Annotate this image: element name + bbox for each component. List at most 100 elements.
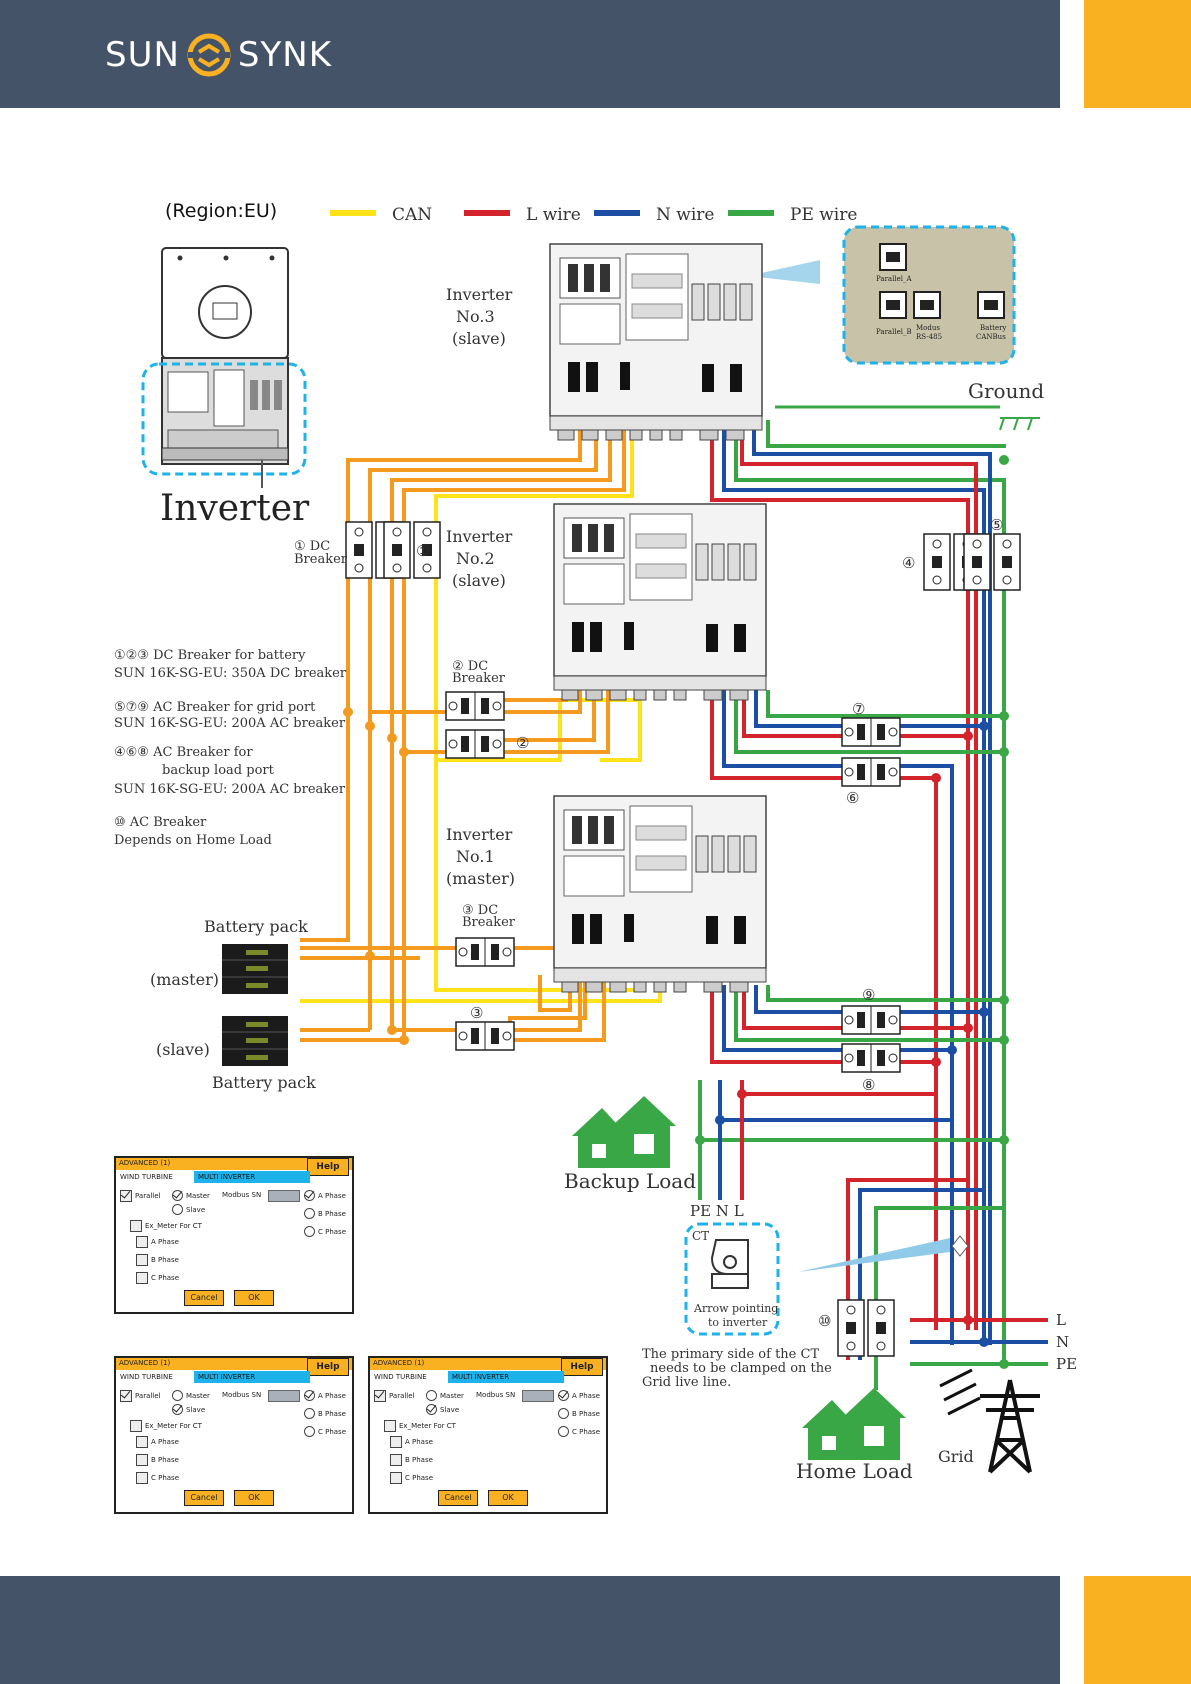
dc-breaker-2a <box>445 691 505 721</box>
ex-b-phase-label: B Phase <box>405 1456 433 1464</box>
help-button[interactable]: Help <box>561 1358 603 1376</box>
a-phase-radio[interactable] <box>304 1390 315 1401</box>
slave-radio[interactable] <box>172 1404 183 1415</box>
ex-b-phase-checkbox[interactable] <box>390 1454 402 1466</box>
ex-a-phase-checkbox[interactable] <box>136 1236 148 1248</box>
help-button[interactable]: Help <box>307 1158 349 1176</box>
c-phase-radio[interactable] <box>304 1426 315 1437</box>
slave-radio[interactable] <box>426 1404 437 1415</box>
port-modbus-2: RS-485 <box>916 333 942 341</box>
ex-meter-checkbox[interactable] <box>130 1420 142 1432</box>
c-phase-radio[interactable] <box>304 1226 315 1237</box>
inverter-2-line2: No.2 <box>456 549 495 568</box>
modbus-sn-input[interactable] <box>268 1390 300 1402</box>
pe-n-l-label: PE N L <box>690 1202 744 1220</box>
inverter-2-line1: Inverter <box>446 527 513 546</box>
battery-bottom-label: Battery pack <box>212 1073 316 1092</box>
cancel-button[interactable]: Cancel <box>438 1490 478 1506</box>
inverter-3-unit <box>549 243 763 441</box>
master-label: Master <box>186 1391 210 1400</box>
breaker-1-label-a: ① DC <box>294 539 330 554</box>
b-phase-label: B Phase <box>572 1409 600 1418</box>
cancel-button[interactable]: Cancel <box>184 1290 224 1306</box>
b-phase-label: B Phase <box>318 1409 346 1418</box>
tab-multi-inverter[interactable]: MULTI INVERTER <box>194 1171 310 1183</box>
settings-panel-1: ADVANCED (1) Help WIND TURBINE MULTI INV… <box>114 1156 354 1314</box>
ex-a-phase-label: A Phase <box>151 1438 179 1446</box>
ct-label: CT <box>692 1229 709 1243</box>
slave-label: Slave <box>186 1205 206 1214</box>
ex-b-phase-checkbox[interactable] <box>136 1254 148 1266</box>
legend-l-label: L wire <box>526 205 581 225</box>
slave-radio[interactable] <box>172 1204 183 1215</box>
port-detail <box>748 225 1016 365</box>
note-line-3: ⑤⑦⑨ AC Breaker for grid port <box>114 700 316 715</box>
note-line-9: Depends on Home Load <box>114 833 272 848</box>
b-phase-radio[interactable] <box>558 1408 569 1419</box>
a-phase-label: A Phase <box>572 1391 600 1400</box>
ct-note-2: needs to be clamped on the <box>650 1361 832 1376</box>
ex-a-phase-label: A Phase <box>151 1238 179 1246</box>
grid-line-n: N <box>1056 1333 1069 1351</box>
c-phase-label: C Phase <box>318 1427 347 1436</box>
parallel-label: Parallel <box>389 1392 415 1400</box>
dc-breaker-2b <box>445 729 505 759</box>
a-phase-radio[interactable] <box>558 1390 569 1401</box>
footer-bar <box>0 1576 1060 1684</box>
grid-line-l: L <box>1056 1311 1066 1329</box>
modbus-sn-input[interactable] <box>268 1190 300 1202</box>
tab-multi-inverter[interactable]: MULTI INVERTER <box>448 1371 564 1383</box>
inverter-overview <box>141 247 307 488</box>
settings-panel-2: ADVANCED (1) Help WIND TURBINE MULTI INV… <box>114 1356 354 1514</box>
brand-logo: SUN SYNK <box>105 30 332 80</box>
port-battery-1: Battery <box>980 324 1006 332</box>
c-phase-radio[interactable] <box>558 1426 569 1437</box>
b-phase-radio[interactable] <box>304 1408 315 1419</box>
ex-c-phase-checkbox[interactable] <box>390 1472 402 1484</box>
panel-title: ADVANCED (1) <box>373 1359 425 1367</box>
ok-button[interactable]: OK <box>234 1490 274 1506</box>
master-radio[interactable] <box>172 1390 183 1401</box>
ex-meter-checkbox[interactable] <box>130 1220 142 1232</box>
breaker-9-label: ⑨ <box>862 986 875 1004</box>
ok-button[interactable]: OK <box>488 1490 528 1506</box>
ex-b-phase-label: B Phase <box>151 1256 179 1264</box>
help-button[interactable]: Help <box>307 1358 349 1376</box>
b-phase-radio[interactable] <box>304 1208 315 1219</box>
tab-multi-inverter[interactable]: MULTI INVERTER <box>194 1371 310 1383</box>
header-bar <box>0 0 1060 108</box>
parallel-label: Parallel <box>135 1192 161 1200</box>
tab-wind-turbine[interactable]: WIND TURBINE <box>370 1371 448 1383</box>
port-parallel-b: Parallel_B <box>876 328 912 336</box>
ex-c-phase-checkbox[interactable] <box>136 1272 148 1284</box>
ex-c-phase-checkbox[interactable] <box>136 1472 148 1484</box>
parallel-checkbox[interactable] <box>120 1390 132 1402</box>
parallel-checkbox[interactable] <box>374 1390 386 1402</box>
breaker-1-label-c: ① <box>416 542 429 560</box>
battery-master-label: (master) <box>150 970 219 989</box>
slave-label: Slave <box>440 1405 460 1414</box>
tab-wind-turbine[interactable]: WIND TURBINE <box>116 1171 194 1183</box>
battery-master-icon <box>221 943 289 995</box>
tab-wind-turbine[interactable]: WIND TURBINE <box>116 1371 194 1383</box>
breaker-5-label: ⑤ <box>990 516 1003 534</box>
port-battery-2: CANBus <box>976 333 1006 341</box>
master-radio[interactable] <box>426 1390 437 1401</box>
port-modbus-1: Modus <box>916 324 940 332</box>
sun-logo-icon <box>187 33 231 77</box>
ok-button[interactable]: OK <box>234 1290 274 1306</box>
cancel-button[interactable]: Cancel <box>184 1490 224 1506</box>
a-phase-radio[interactable] <box>304 1190 315 1201</box>
dc-breaker-3b <box>455 1021 515 1051</box>
ex-b-phase-checkbox[interactable] <box>136 1454 148 1466</box>
note-line-1: ①②③ DC Breaker for battery <box>114 648 306 663</box>
ex-meter-checkbox[interactable] <box>384 1420 396 1432</box>
parallel-checkbox[interactable] <box>120 1190 132 1202</box>
slave-label: Slave <box>186 1405 206 1414</box>
master-radio[interactable] <box>172 1190 183 1201</box>
ex-a-phase-checkbox[interactable] <box>136 1436 148 1448</box>
port-parallel-a: Parallel_A <box>876 275 912 283</box>
ex-a-phase-checkbox[interactable] <box>390 1436 402 1448</box>
ground-label: Ground <box>968 379 1044 403</box>
modbus-sn-input[interactable] <box>522 1390 554 1402</box>
